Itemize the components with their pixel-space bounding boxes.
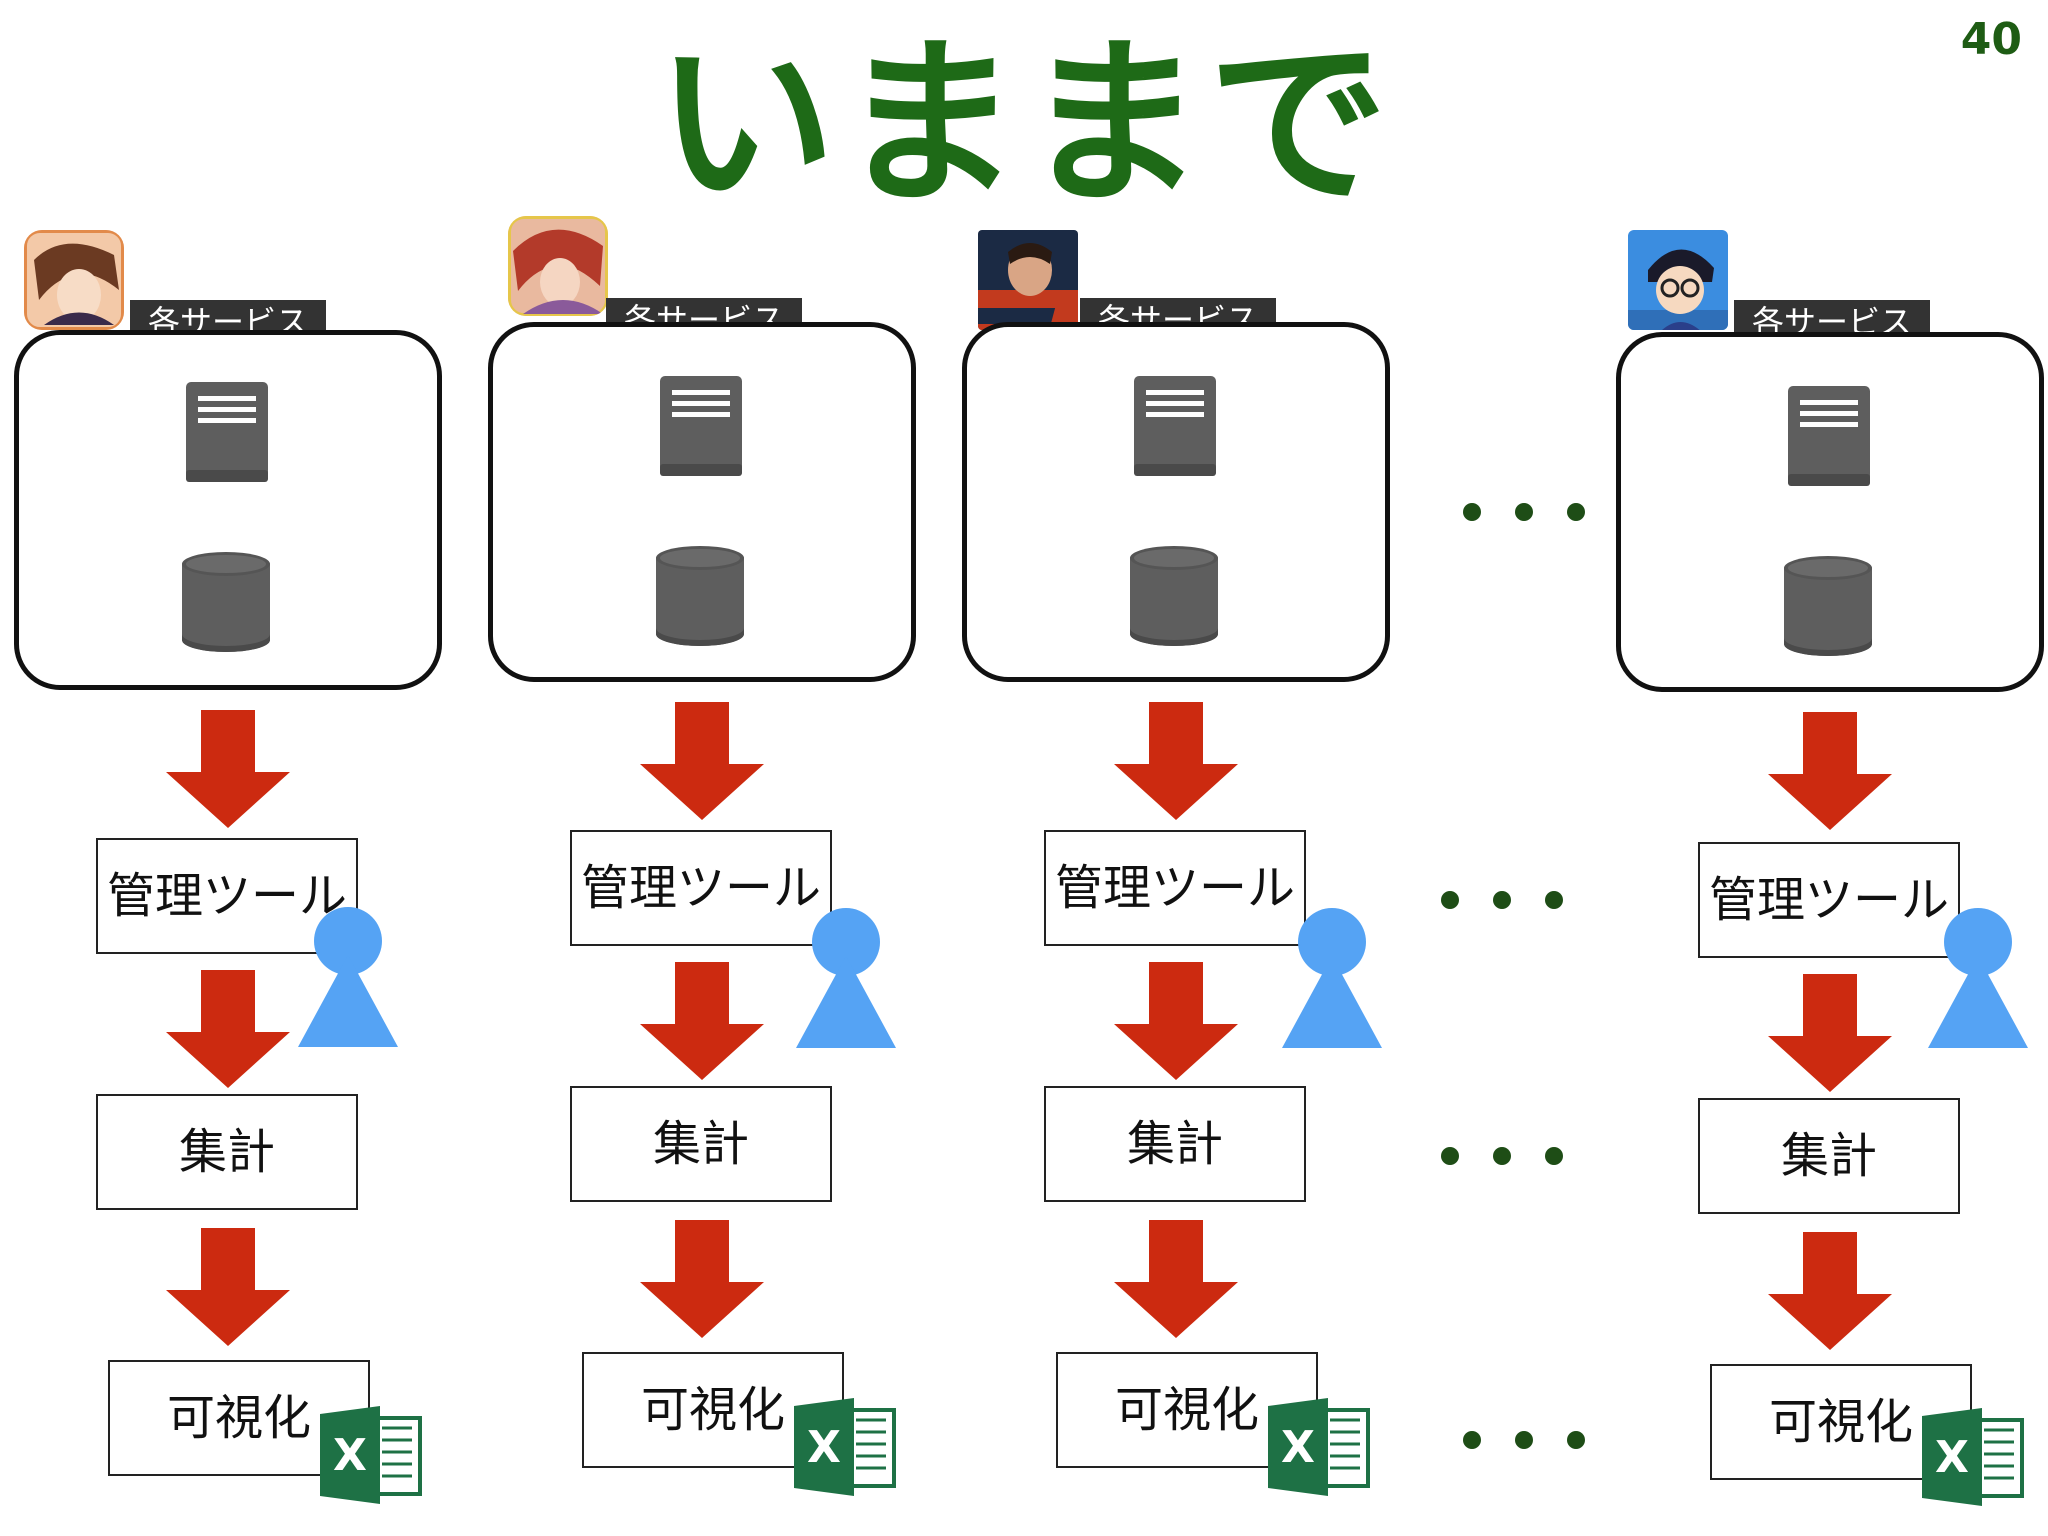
ellipsis-icon xyxy=(1441,1147,1563,1165)
ellipsis-icon xyxy=(1463,1431,1585,1449)
excel-icon: X xyxy=(320,1406,422,1504)
app-icon-2 xyxy=(508,216,608,316)
down-arrow-icon xyxy=(1768,712,1892,830)
excel-icon: X xyxy=(1922,1408,2024,1506)
slide-number: 40 xyxy=(1960,14,2022,65)
database-icon xyxy=(656,546,744,646)
svg-text:X: X xyxy=(1281,1422,1315,1473)
management-tool-box-3: 管理ツール xyxy=(1044,830,1306,946)
down-arrow-icon xyxy=(1768,1232,1892,1350)
server-icon xyxy=(1788,386,1870,486)
aggregation-box-3: 集計 xyxy=(1044,1086,1306,1202)
visualization-box-4: 可視化 xyxy=(1710,1364,1972,1480)
person-icon xyxy=(1928,908,2028,1048)
person-icon xyxy=(1282,908,1382,1048)
down-arrow-icon xyxy=(166,710,290,828)
app-icon-1 xyxy=(24,230,124,330)
database-icon xyxy=(182,552,270,652)
svg-text:X: X xyxy=(1935,1432,1969,1483)
aggregation-box-2: 集計 xyxy=(570,1086,832,1202)
ellipsis-icon xyxy=(1441,891,1563,909)
down-arrow-icon xyxy=(640,1220,764,1338)
app-icon-3 xyxy=(978,230,1078,330)
database-icon xyxy=(1784,556,1872,656)
ellipsis-icon xyxy=(1463,503,1585,521)
aggregation-box-4: 集計 xyxy=(1698,1098,1960,1214)
down-arrow-icon xyxy=(1114,1220,1238,1338)
down-arrow-icon xyxy=(640,962,764,1080)
down-arrow-icon xyxy=(1768,974,1892,1092)
down-arrow-icon xyxy=(640,702,764,820)
server-icon xyxy=(660,376,742,476)
person-icon xyxy=(298,907,398,1047)
database-icon xyxy=(1130,546,1218,646)
excel-icon: X xyxy=(1268,1398,1370,1496)
svg-text:X: X xyxy=(807,1422,841,1473)
app-icon-4 xyxy=(1628,230,1728,330)
down-arrow-icon xyxy=(1114,702,1238,820)
server-icon xyxy=(1134,376,1216,476)
management-tool-box-1: 管理ツール xyxy=(96,838,358,954)
svg-text:X: X xyxy=(333,1430,367,1481)
down-arrow-icon xyxy=(1114,962,1238,1080)
down-arrow-icon xyxy=(166,1228,290,1346)
management-tool-box-2: 管理ツール xyxy=(570,830,832,946)
down-arrow-icon xyxy=(166,970,290,1088)
person-icon xyxy=(796,908,896,1048)
server-icon xyxy=(186,382,268,482)
aggregation-box-1: 集計 xyxy=(96,1094,358,1210)
excel-icon: X xyxy=(794,1398,896,1496)
management-tool-box-4: 管理ツール xyxy=(1698,842,1960,958)
slide-title: いままで xyxy=(655,20,1392,229)
